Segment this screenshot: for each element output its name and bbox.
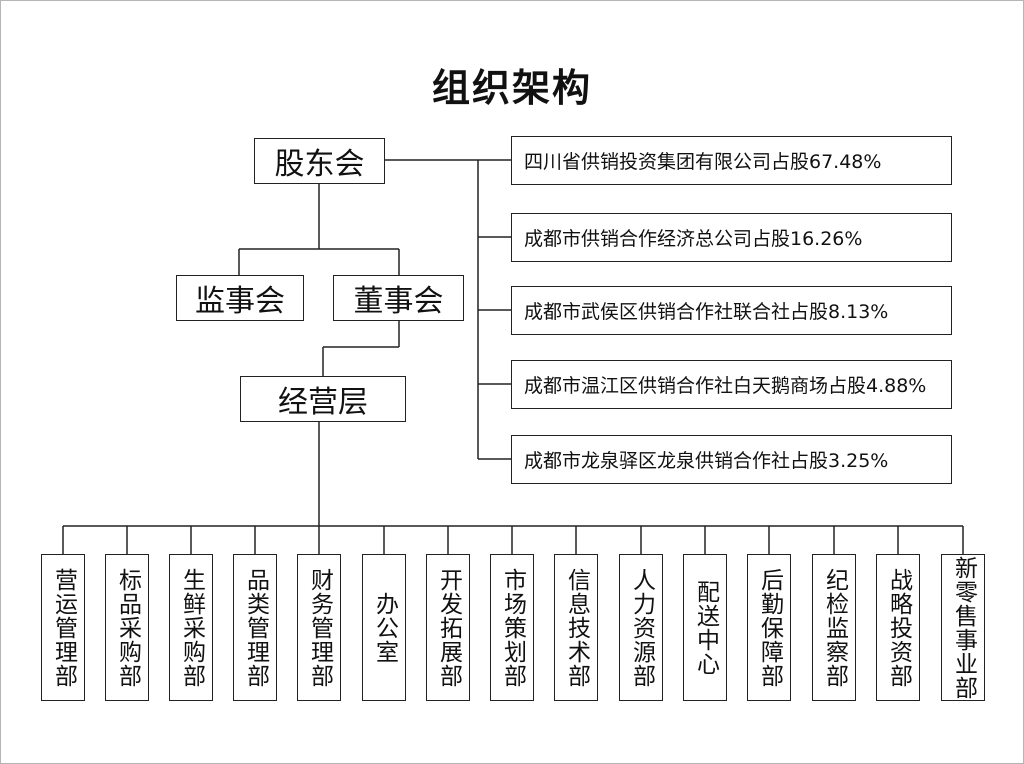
shareholding-box: 成都市武侯区供销合作社联合社占股8.13% [511, 286, 952, 335]
shareholding-box: 成都市温江区供销合作社白天鹅商场占股4.88% [511, 360, 952, 409]
node-management: 经营层 [240, 376, 406, 422]
department-box: 纪检监察部 [812, 554, 856, 701]
department-box: 战略投资部 [876, 554, 920, 701]
department-box: 市场策划部 [490, 554, 534, 701]
node-directors: 董事会 [333, 275, 464, 321]
department-box: 营运管理部 [41, 554, 85, 701]
department-box: 财务管理部 [297, 554, 341, 701]
department-box: 生鲜采购部 [169, 554, 213, 701]
department-box: 人力资源部 [619, 554, 663, 701]
shareholding-box: 四川省供销投资集团有限公司占股67.48% [511, 136, 952, 185]
chart-title: 组织架构 [431, 66, 592, 110]
department-box: 信息技术部 [554, 554, 598, 701]
shareholding-box: 成都市供销合作经济总公司占股16.26% [511, 213, 952, 262]
department-box: 品类管理部 [233, 554, 277, 701]
node-supervisors: 监事会 [176, 275, 304, 321]
shareholding-box: 成都市龙泉驿区龙泉供销合作社占股3.25% [511, 435, 952, 484]
department-box: 配送中心 [683, 554, 727, 701]
department-box: 办公室 [362, 554, 406, 701]
department-box: 后勤保障部 [747, 554, 791, 701]
department-box: 标品采购部 [105, 554, 149, 701]
department-box: 开发拓展部 [426, 554, 470, 701]
department-box: 新零售事业部 [941, 554, 985, 701]
node-shareholders: 股东会 [254, 138, 385, 184]
